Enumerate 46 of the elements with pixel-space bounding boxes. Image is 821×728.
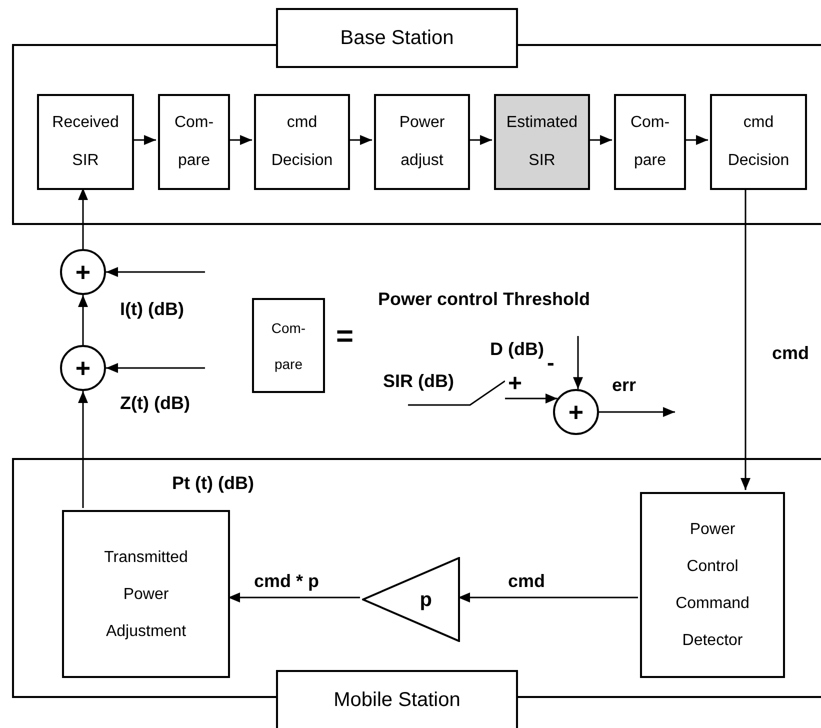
edge-label: err — [612, 374, 636, 397]
edge-label: SIR (dB) — [383, 370, 454, 393]
process-box: Power Control Command Detector — [640, 492, 785, 678]
panel-title: Base Station — [276, 8, 518, 68]
process-box: Power adjust — [374, 94, 470, 190]
arrow — [740, 188, 750, 490]
arrow — [228, 592, 360, 602]
arrow — [106, 363, 205, 373]
arrow — [573, 336, 583, 390]
edge-label: I(t) (dB) — [120, 298, 184, 321]
arrow — [348, 135, 372, 145]
panel-title: Mobile Station — [276, 670, 518, 728]
arrow — [228, 135, 252, 145]
annotation: - — [547, 352, 554, 374]
process-box: Transmitted Power Adjustment — [62, 510, 230, 678]
equals-sign: = — [336, 322, 354, 352]
arrow — [588, 135, 612, 145]
arrow — [132, 135, 156, 145]
arrow — [106, 267, 205, 277]
edge-label: cmd — [508, 570, 546, 593]
process-box: Received SIR — [37, 94, 134, 190]
arrow — [78, 188, 88, 249]
summing-junction: + — [60, 249, 106, 295]
process-box: cmd Decision — [254, 94, 350, 190]
summing-junction: + — [553, 389, 599, 435]
process-box: Com- pare — [614, 94, 686, 190]
edge-label: cmd * p — [254, 570, 320, 593]
process-box: Estimated SIR — [494, 94, 590, 190]
arrow — [684, 135, 708, 145]
process-box: Com- pare — [158, 94, 230, 190]
edge-label: cmd — [772, 342, 810, 365]
edge-label: Z(t) (dB) — [120, 392, 190, 415]
arrow — [505, 394, 558, 404]
arrow — [78, 295, 88, 345]
arrow — [468, 135, 492, 145]
summing-junction: + — [60, 345, 106, 391]
gain-triangle: p — [362, 557, 460, 642]
annotation: Power control Threshold — [378, 290, 590, 308]
arrow — [599, 407, 675, 417]
arrow — [78, 391, 88, 508]
arrow — [458, 592, 638, 602]
process-box: Com- pare — [252, 298, 325, 393]
edge-label: D (dB) — [490, 338, 544, 361]
process-box: cmd Decision — [710, 94, 807, 190]
annotation: Pt (t) (dB) — [172, 474, 254, 492]
annotation: + — [508, 372, 522, 396]
